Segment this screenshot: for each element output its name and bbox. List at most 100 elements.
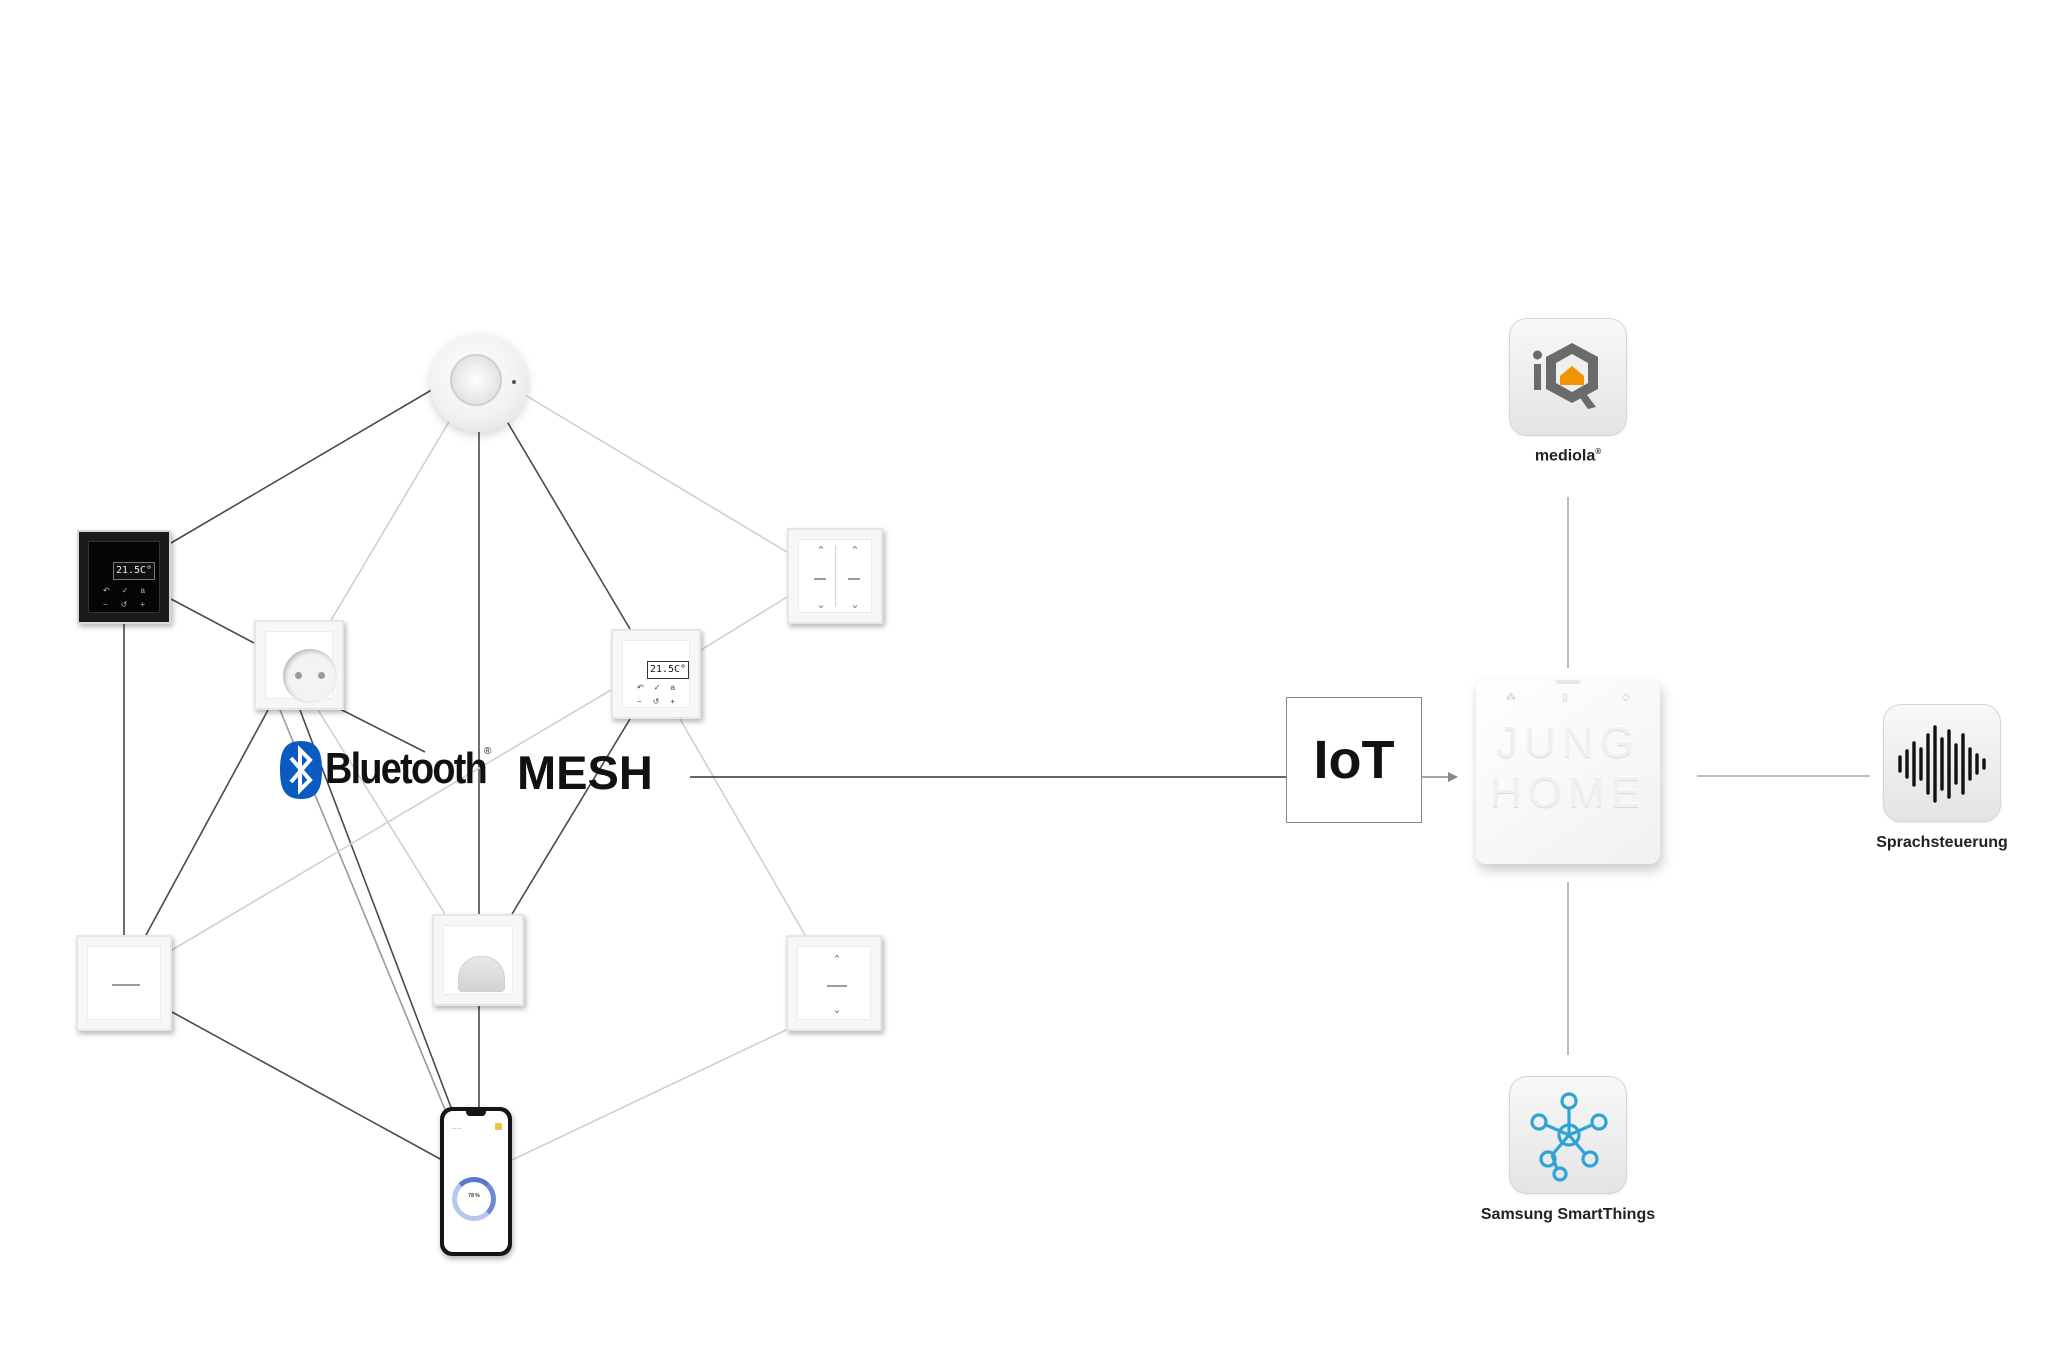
st-node	[1539, 1150, 1557, 1168]
smartphone-icon[interactable]: — — 78 %	[440, 1107, 512, 1256]
chevron-down-icon: ⌄	[850, 599, 860, 611]
mediola-icon[interactable]	[1509, 318, 1627, 436]
mediola-i-stem	[1534, 364, 1541, 390]
chevron-up-icon: ⌃	[850, 545, 860, 557]
thermostat-white-icons-bottom: −↺+	[637, 697, 675, 706]
rocker-mark	[827, 985, 847, 987]
mesh-label: MESH	[517, 746, 653, 799]
st-node	[1581, 1150, 1599, 1168]
link-socket-phone-a	[299, 709, 453, 1111]
smartthings-caption: Samsung SmartThings	[1480, 1206, 1656, 1223]
st-spoke	[1545, 1123, 1570, 1137]
chevron-up-icon: ⌃	[832, 954, 842, 966]
presence-detector-lens	[450, 354, 502, 406]
gateway-slot	[1556, 680, 1580, 684]
blind-switch-double-icon[interactable]: ⌃ ⌃ ⌄ ⌄	[787, 528, 883, 624]
rocker-switch-face	[87, 946, 161, 1020]
link-thermo-black-socket	[170, 598, 255, 644]
socket-plate	[265, 631, 337, 703]
st-spoke	[1567, 1133, 1588, 1157]
link-presence-socket	[329, 419, 451, 623]
link-presence-thermo-white	[504, 417, 631, 630]
thermostat-white-display: 21.5C°	[647, 661, 689, 679]
app-accent	[495, 1123, 502, 1130]
link-socket-motion	[317, 709, 446, 915]
link-thermo-white-motion	[511, 718, 631, 915]
link-socket-mesh-label	[337, 707, 426, 753]
link-blind-single-phone	[511, 1029, 787, 1161]
link-thermo-white-blind-single	[679, 718, 806, 936]
st-node	[1560, 1092, 1578, 1110]
voice-waveform-icon[interactable]	[1883, 704, 2001, 822]
link-presence-blind-double	[519, 391, 788, 553]
bluetooth-icon	[280, 741, 322, 799]
link-blind-double-thermo-white	[700, 596, 788, 651]
presence-detector-led	[512, 380, 516, 384]
gateway-brand-line1: JUNG	[1496, 718, 1640, 767]
link-switch-phone	[171, 1011, 443, 1161]
link-iot-arrowhead	[1448, 772, 1458, 782]
mediola-house	[1560, 366, 1584, 385]
iot-label: IoT	[1313, 730, 1395, 790]
socket-hole-right	[318, 672, 325, 679]
app-header: — —	[452, 1125, 462, 1130]
motion-sensor-face	[443, 925, 513, 995]
smartphone-notch	[466, 1111, 486, 1116]
motion-sensor-icon[interactable]	[432, 914, 524, 1006]
smartthings-logo	[1530, 1092, 1608, 1182]
bluetooth-small-icon: ◇	[1622, 692, 1630, 703]
chevron-down-icon: ⌄	[832, 1004, 842, 1016]
smartphone-screen: — — 78 %	[444, 1111, 508, 1252]
link-presence-thermo-black	[170, 384, 441, 544]
st-spoke	[1568, 1123, 1593, 1137]
gateway-icon[interactable]: ⁂ ▯ ◇ JUNG HOME	[1476, 680, 1660, 864]
thermostat-black-face: 21.5C° ↶✓a −↺+	[88, 541, 160, 613]
rocker-mark	[814, 578, 826, 580]
thermostat-black-icons-top: ↶✓a	[103, 586, 145, 595]
network-icon: ⁂	[1506, 692, 1516, 703]
thermostat-black-display: 21.5C°	[113, 562, 155, 580]
thermostat-white-face: 21.5C° ↶✓a −↺+	[622, 640, 690, 708]
socket-hole-left	[295, 672, 302, 679]
link-thermo-white-switch	[171, 689, 612, 951]
iot-bridge-box: IoT	[1286, 697, 1422, 823]
voice-caption: Sprachsteuerung	[1876, 834, 2008, 851]
st-node	[1590, 1113, 1608, 1131]
mediola-logo	[1533, 343, 1598, 409]
thermostat-white-icons-top: ↶✓a	[637, 683, 675, 692]
st-spoke	[1550, 1133, 1571, 1157]
thermostat-black-icons-bottom: −↺+	[103, 600, 145, 609]
thermostat-white-icon[interactable]: 21.5C° ↶✓a −↺+	[611, 629, 701, 719]
rocker-divider	[835, 546, 836, 606]
chevron-down-icon: ⌄	[816, 599, 826, 611]
bluetooth-registered-mark: ®	[484, 746, 492, 757]
gateway-brand-line2: HOME	[1490, 768, 1646, 817]
rocker-mark	[112, 984, 140, 986]
dimmer-value: 78 %	[468, 1193, 480, 1199]
blind-switch-single-face: ⌃ ⌄	[797, 946, 871, 1020]
st-hub	[1557, 1123, 1581, 1147]
blind-switch-single-icon[interactable]: ⌃ ⌄	[786, 935, 882, 1031]
rocker-switch-icon[interactable]	[76, 935, 172, 1031]
socket-well	[283, 649, 337, 703]
mediola-registered-mark: ®	[1595, 447, 1602, 456]
bluetooth-label: Bluetooth	[325, 744, 488, 793]
mediola-q-tail	[1578, 391, 1596, 409]
chevron-up-icon: ⌃	[816, 545, 826, 557]
status-led-icon: ▯	[1562, 692, 1568, 703]
smartthings-icon[interactable]	[1509, 1076, 1627, 1194]
mediola-caption: mediola®	[1468, 447, 1668, 465]
waveform	[1898, 725, 1986, 803]
mediola-label: mediola	[1534, 447, 1596, 465]
blind-switch-double-face: ⌃ ⌃ ⌄ ⌄	[798, 539, 872, 613]
mediola-i-dot	[1533, 350, 1542, 360]
link-socket-switch	[145, 709, 269, 936]
schuko-socket-icon[interactable]	[254, 620, 344, 710]
presence-detector-icon[interactable]	[430, 334, 528, 432]
thermostat-black-icon[interactable]: 21.5C° ↶✓a −↺+	[77, 530, 171, 624]
bluetooth-rune	[289, 745, 313, 795]
rocker-mark	[848, 578, 860, 580]
motion-sensor-lens	[458, 956, 505, 992]
st-node	[1530, 1113, 1548, 1131]
